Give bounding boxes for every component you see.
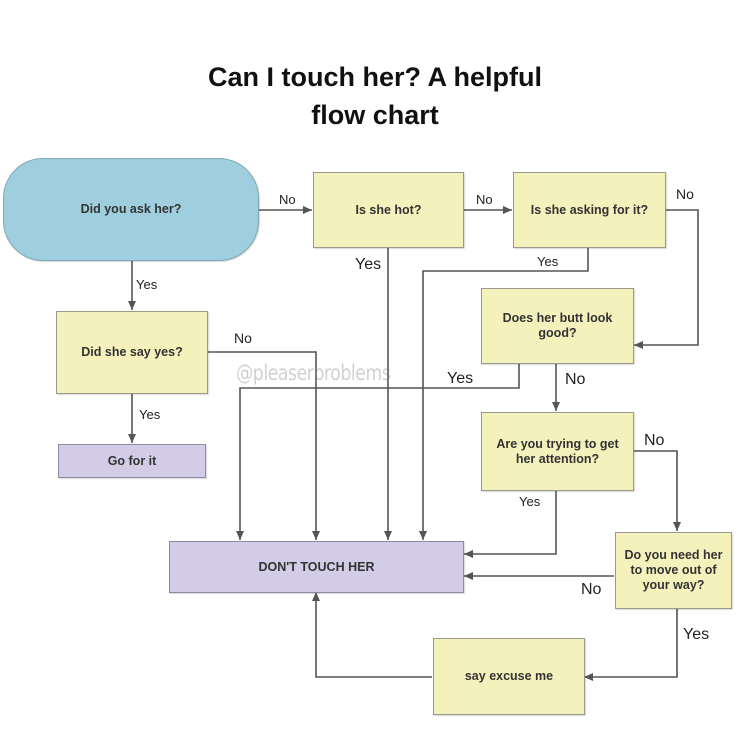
title-line-2: flow chart [311,100,439,130]
decision-asking-for-it: Is she asking for it? [513,172,666,248]
branch-label-butt-yes: Yes [447,370,474,387]
branch-label-attention-yes: Yes [519,494,541,509]
title-line-1: Can I touch her? A helpful [208,62,542,92]
branch-label-attention-no: No [644,432,665,449]
node-label: Is she hot? [355,202,422,217]
branch-label-butt-no: No [565,371,586,388]
watermark: @pleaserproblems [236,361,391,385]
outcome-go-for-it: Go for it [58,444,206,478]
branch-label-hot-no: No [476,192,493,207]
connector-attention-no [633,450,681,531]
branch-label-asking-yes: Yes [537,254,559,269]
connector-asking-no [634,209,699,349]
page-title: Can I touch her? A helpful flow chart [0,58,750,134]
node-label: Does her butt look good? [502,311,613,340]
node-label: say excuse me [464,669,554,683]
connector-sayyes-no [207,351,320,540]
node-label: Are you trying to get her attention? [496,436,619,466]
connector-asking-yes [419,247,589,540]
branch-label-move-yes: Yes [683,626,710,643]
action-say-excuse-me: say excuse me [433,638,585,715]
outcome-dont-touch-her: DON'T TOUCH HER [169,541,464,593]
branch-label-ask-no: No [279,192,296,207]
branch-label-sayyes-no: No [234,330,252,346]
node-label: Did she say yes? [81,345,183,359]
connector-attention-yes [464,490,557,558]
connector-butt-yes [236,363,520,540]
node-label: Do you need her to move out of your way? [624,548,723,592]
start-node-did-you-ask: Did you ask her? [3,158,259,261]
decision-is-she-hot: Is she hot? [313,172,464,248]
branch-label-sayyes-yes: Yes [139,407,161,422]
decision-butt-look-good: Does her butt look good? [481,288,634,364]
decision-move-out-of-way: Do you need her to move out of your way? [615,532,732,609]
branch-label-hot-yes: Yes [355,256,382,273]
decision-did-she-say-yes: Did she say yes? [56,311,208,394]
decision-get-attention: Are you trying to get her attention? [481,412,634,491]
node-label: Is she asking for it? [530,202,649,217]
branch-label-ask-yes: Yes [136,277,158,292]
connector-move-yes [584,608,678,681]
node-label: Go for it [107,453,157,468]
branch-label-move-no: No [581,581,602,598]
branch-label-asking-no: No [676,186,694,202]
connector-excuse [312,592,432,678]
node-label: Did you ask her? [80,202,182,216]
node-label: DON'T TOUCH HER [258,559,375,574]
